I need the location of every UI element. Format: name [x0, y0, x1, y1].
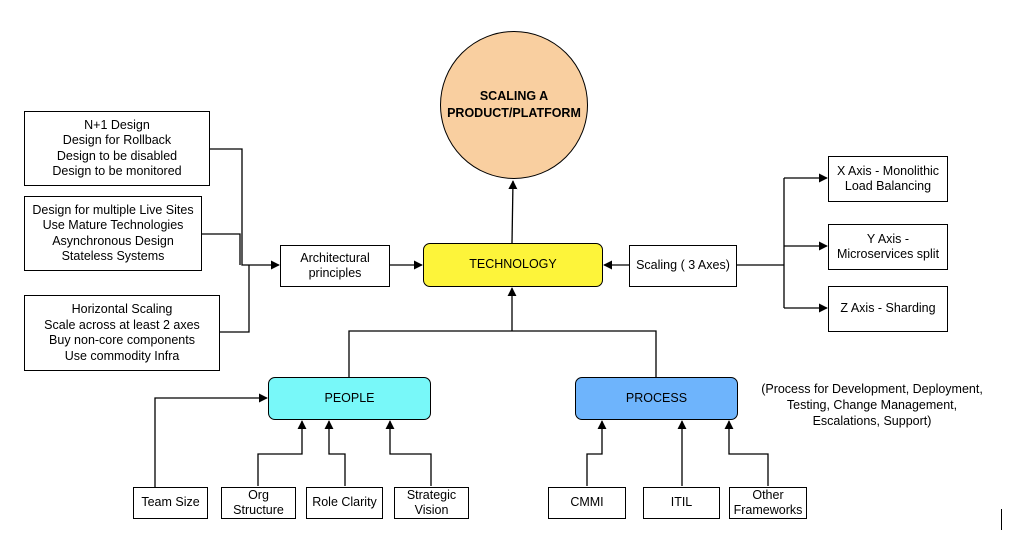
connector-group2 — [201, 233, 241, 265]
connector-group1 — [209, 148, 280, 270]
other-frameworks-line-1: Other — [752, 487, 784, 502]
goal-line-1: SCALING A — [479, 89, 549, 103]
technology-node: TECHNOLOGY — [423, 243, 603, 287]
arrow-technology-to-goal — [508, 180, 518, 244]
design-group-3: Horizontal Scaling Scale across at least… — [24, 295, 220, 371]
goal-line-2: PRODUCT/PLATFORM — [447, 106, 581, 120]
cmmi-node: CMMI — [548, 487, 626, 519]
x-axis-node: X Axis - Monolithic Load Balancing — [828, 156, 948, 202]
text-cursor — [1001, 509, 1002, 530]
connector-team-size — [154, 393, 268, 487]
connector-strategic-vision — [385, 420, 432, 486]
strategic-vision-line-1: Strategic — [406, 487, 457, 502]
process-label: PROCESS — [625, 390, 688, 405]
z-axis-line-1: Z Axis - Sharding — [840, 301, 936, 316]
connector-other-frameworks — [724, 420, 769, 486]
technology-label: TECHNOLOGY — [469, 257, 557, 272]
design-group-2-line: Stateless Systems — [61, 249, 165, 263]
role-clarity-label: Role Clarity — [312, 495, 377, 510]
strategic-vision-line-2: Vision — [414, 503, 449, 517]
design-group-2-line: Asynchronous Design — [52, 233, 174, 248]
y-axis-node: Y Axis - Microservices split — [828, 224, 948, 270]
y-axis-line-1: Y Axis - — [866, 231, 910, 246]
design-group-3-line: Horizontal Scaling — [71, 302, 173, 316]
other-frameworks-node: Other Frameworks — [729, 487, 807, 519]
design-group-1-line: Design for Rollback — [62, 133, 172, 147]
other-frameworks-line-2: Frameworks — [733, 503, 803, 517]
design-group-3-line: Buy non-core components — [49, 333, 195, 347]
connector-role-clarity — [324, 420, 346, 486]
team-size-label: Team Size — [141, 495, 200, 510]
y-axis-line-2: Microservices split — [836, 247, 940, 261]
people-node: PEOPLE — [268, 377, 431, 420]
design-group-1-line: Design to be disabled — [56, 148, 178, 163]
team-size-node: Team Size — [133, 487, 208, 519]
design-group-3-line: Scale across at least 2 axes — [44, 317, 200, 332]
process-note: (Process for Development, Deployment, Te… — [748, 381, 996, 429]
process-note-line-1: (Process for Development, Deployment, — [761, 382, 983, 396]
org-structure-line-2: Structure — [233, 503, 284, 517]
connector-org-structure — [257, 420, 307, 486]
goal-node: SCALING A PRODUCT/PLATFORM — [440, 31, 588, 179]
connector-people-up — [348, 330, 657, 377]
design-group-2: Design for multiple Live Sites Use Matur… — [24, 196, 202, 271]
org-structure-node: Org Structure — [221, 487, 296, 519]
scaling-axes-node: Scaling ( 3 Axes) — [629, 245, 737, 287]
design-group-3-line: Use commodity Infra — [64, 348, 180, 363]
strategic-vision-node: Strategic Vision — [394, 487, 469, 519]
architectural-label-line-2: principles — [308, 266, 362, 280]
architectural-principles-node: Architectural principles — [280, 245, 390, 287]
itil-node: ITIL — [643, 487, 720, 519]
x-axis-line-2: Load Balancing — [844, 179, 932, 193]
design-group-2-line: Design for multiple Live Sites — [32, 202, 194, 217]
connector-group3 — [219, 265, 250, 333]
process-note-line-3: Escalations, Support) — [812, 414, 932, 428]
itil-label: ITIL — [670, 495, 693, 510]
architectural-label-line-1: Architectural — [300, 250, 370, 265]
design-group-2-line: Use Mature Technologies — [42, 218, 184, 232]
connector-cmmi — [586, 420, 607, 486]
x-axis-line-1: X Axis - Monolithic — [836, 163, 940, 178]
role-clarity-node: Role Clarity — [306, 487, 383, 519]
people-label: PEOPLE — [324, 390, 375, 405]
cmmi-label: CMMI — [570, 495, 604, 510]
design-group-1-line: N+1 Design — [84, 117, 150, 132]
design-group-1: N+1 Design Design for Rollback Design to… — [24, 111, 210, 186]
process-note-line-2: Testing, Change Management, — [786, 398, 958, 412]
org-structure-line-1: Org — [248, 487, 269, 502]
scaling-label: Scaling ( 3 Axes) — [636, 258, 730, 273]
process-node: PROCESS — [575, 377, 738, 420]
design-group-1-line: Design to be monitored — [52, 164, 182, 178]
z-axis-node: Z Axis - Sharding — [828, 286, 948, 332]
